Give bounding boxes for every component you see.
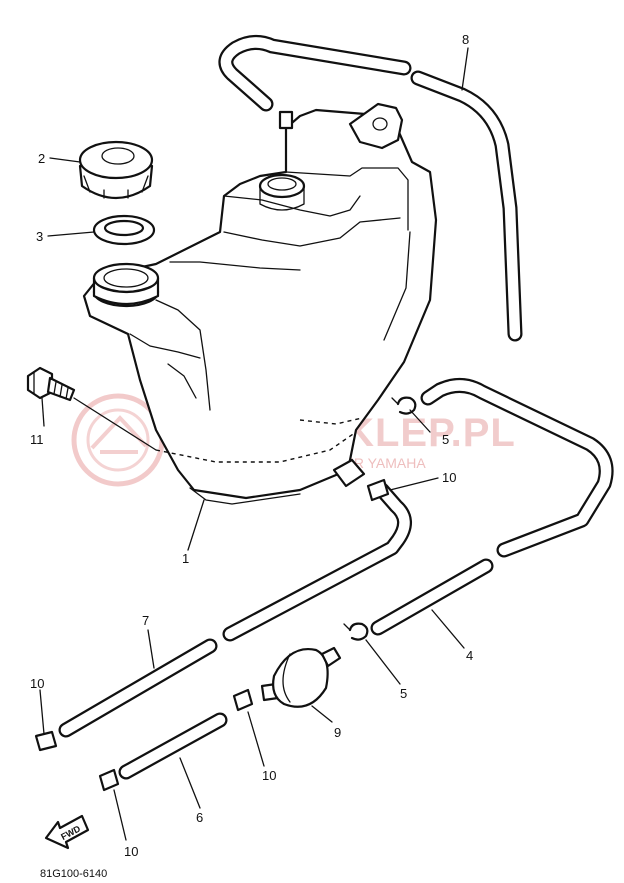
- diagram-code: 81G100-6140: [40, 868, 107, 880]
- clip-5a: [391, 396, 417, 415]
- callout-10a: 10: [442, 470, 456, 485]
- callout-3: 3: [36, 229, 43, 244]
- gasket: [92, 214, 156, 246]
- callout-8: 8: [462, 32, 469, 47]
- callout-6: 6: [196, 810, 203, 825]
- clip-10c: [232, 688, 254, 712]
- callout-11: 11: [30, 432, 44, 447]
- callout-5b: 5: [400, 686, 407, 701]
- callout-10d: 10: [124, 844, 138, 859]
- watermark-logo-mark: [90, 415, 148, 454]
- clip-10b: [34, 730, 58, 752]
- clip-10a: [366, 478, 390, 502]
- hose-8: [218, 35, 523, 342]
- reservoir-cap: [78, 140, 154, 199]
- callout-1: 1: [182, 551, 189, 566]
- bolt: [26, 366, 76, 402]
- hose-7: [58, 482, 412, 738]
- callout-9: 9: [334, 725, 341, 740]
- hose-4: [370, 378, 614, 636]
- callout-5a: 5: [442, 432, 449, 447]
- filter: [260, 646, 342, 708]
- callout-4: 4: [466, 648, 473, 663]
- callout-2: 2: [38, 151, 45, 166]
- hose-6: [118, 712, 228, 780]
- callout-7: 7: [142, 613, 149, 628]
- callout-10c: 10: [262, 768, 276, 783]
- reservoir-tank: [82, 102, 438, 505]
- watermark-logo-inner: [86, 408, 150, 472]
- clip-5b: [343, 622, 369, 641]
- callout-10b: 10: [30, 676, 44, 691]
- forward-arrow-icon: FWD: [44, 814, 90, 850]
- leader-lines: [39, 47, 469, 841]
- clip-10d: [98, 768, 120, 792]
